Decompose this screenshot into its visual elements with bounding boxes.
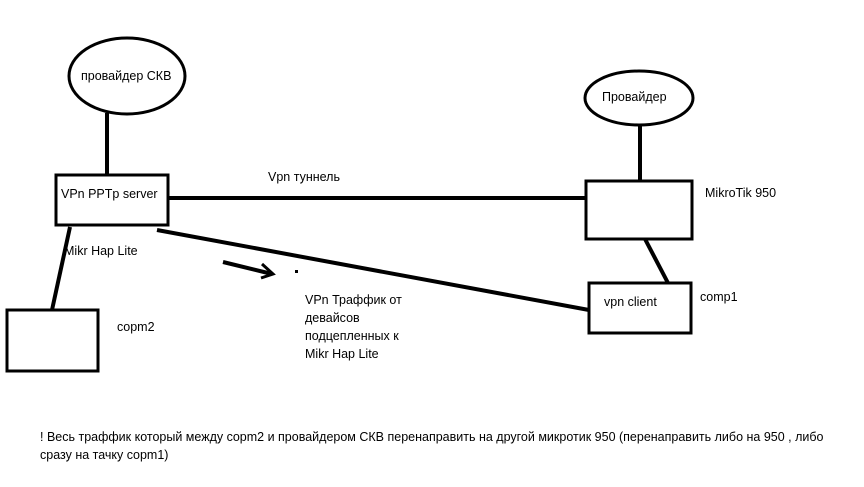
traffic-arrow	[222, 260, 276, 280]
mikrotik-box	[584, 179, 694, 241]
link-server-vpn-client	[156, 228, 590, 312]
corp2-label: copm2	[117, 320, 155, 334]
corp2-box	[5, 308, 100, 373]
link-mikrotik-vpn-client	[643, 238, 670, 284]
stray-dot	[295, 270, 298, 273]
mikr-hap-label: Mikr Hap Lite	[64, 244, 138, 258]
vpn-server-label: VPn PPTp server	[61, 187, 158, 201]
annotation-line-1: VPn Траффик от	[305, 293, 402, 307]
footnote: ! Весь траффик который между copm2 и про…	[40, 430, 824, 462]
vpn-client-box	[587, 281, 693, 335]
provider-skv-circle	[67, 36, 187, 116]
mikrotik-label: MikroTik 950	[705, 186, 777, 200]
comp1-label: comp1	[700, 290, 738, 304]
provider-label: Провайдер	[602, 90, 667, 104]
tunnel-label: Vpn туннель	[268, 170, 340, 184]
annotation-line-2: девайсов	[305, 311, 360, 325]
annotation-line-4: Mikr Hap Lite	[305, 347, 379, 361]
provider-skv-label: провайдер СКВ	[81, 69, 172, 83]
vpn-client-label: vpn client	[604, 295, 657, 309]
annotation-line-3: подцепленных к	[305, 329, 399, 343]
link-server-corp2	[50, 226, 72, 311]
